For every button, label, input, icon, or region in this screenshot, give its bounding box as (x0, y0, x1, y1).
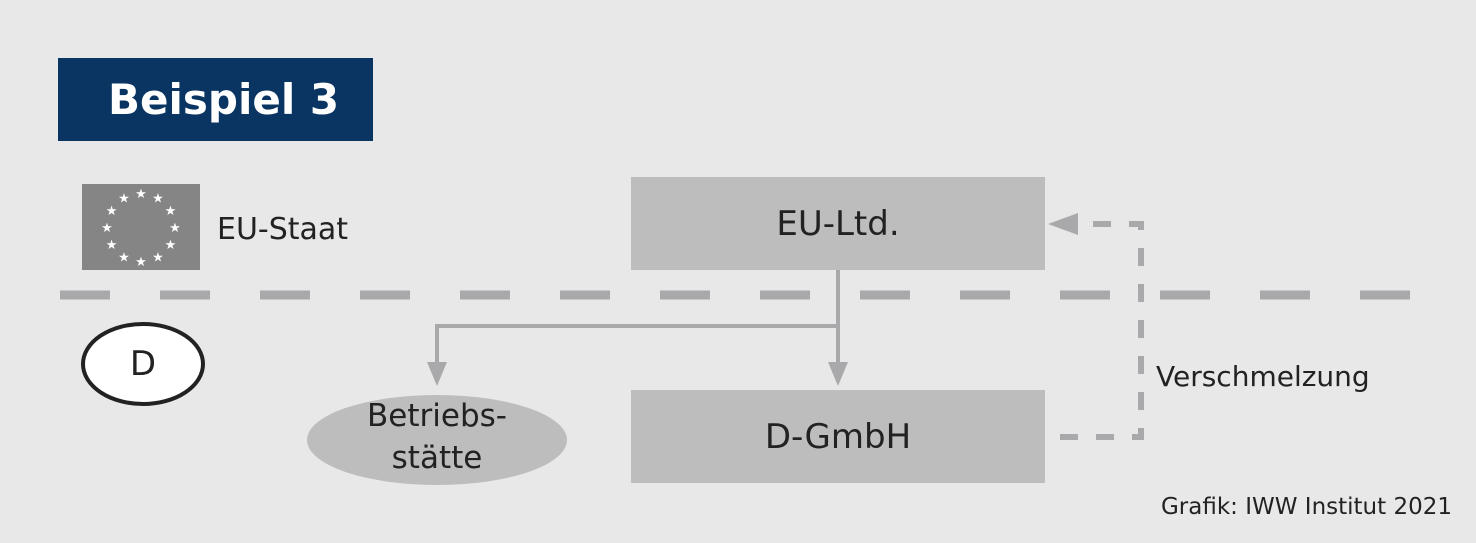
eu-stars: ★★★★★★★★★★★★ (101, 187, 181, 270)
betriebsstaette-node (307, 395, 567, 485)
eu-flag-icon (82, 184, 200, 270)
star-icon: ★ (135, 187, 147, 202)
merger-arrow (1048, 213, 1144, 440)
star-icon: ★ (118, 250, 130, 265)
star-icon: ★ (118, 192, 130, 207)
merger-label: Verschmelzung (1156, 360, 1370, 393)
page-title: Beispiel 3 (58, 58, 373, 141)
betriebsstaette-label-1: Betriebs- (367, 398, 507, 434)
star-icon: ★ (165, 204, 177, 219)
germany-badge (81, 322, 205, 406)
star-icon: ★ (169, 221, 181, 236)
d-gmbh-node: D-GmbH (631, 390, 1045, 483)
betriebsstaette-label-2: stätte (391, 440, 483, 476)
eu-state-label: EU-Staat (217, 212, 349, 247)
ownership-arrows (427, 270, 848, 386)
credit: Grafik: IWW Institut 2021 (1160, 494, 1452, 520)
star-icon: ★ (165, 238, 177, 253)
star-icon: ★ (101, 221, 113, 236)
star-icon: ★ (106, 204, 118, 219)
star-icon: ★ (106, 238, 118, 253)
star-icon: ★ (152, 250, 164, 265)
star-icon: ★ (152, 192, 164, 207)
eu-ltd-node: EU-Ltd. (631, 177, 1045, 270)
germany-label: D (129, 344, 157, 384)
star-icon: ★ (135, 255, 147, 270)
